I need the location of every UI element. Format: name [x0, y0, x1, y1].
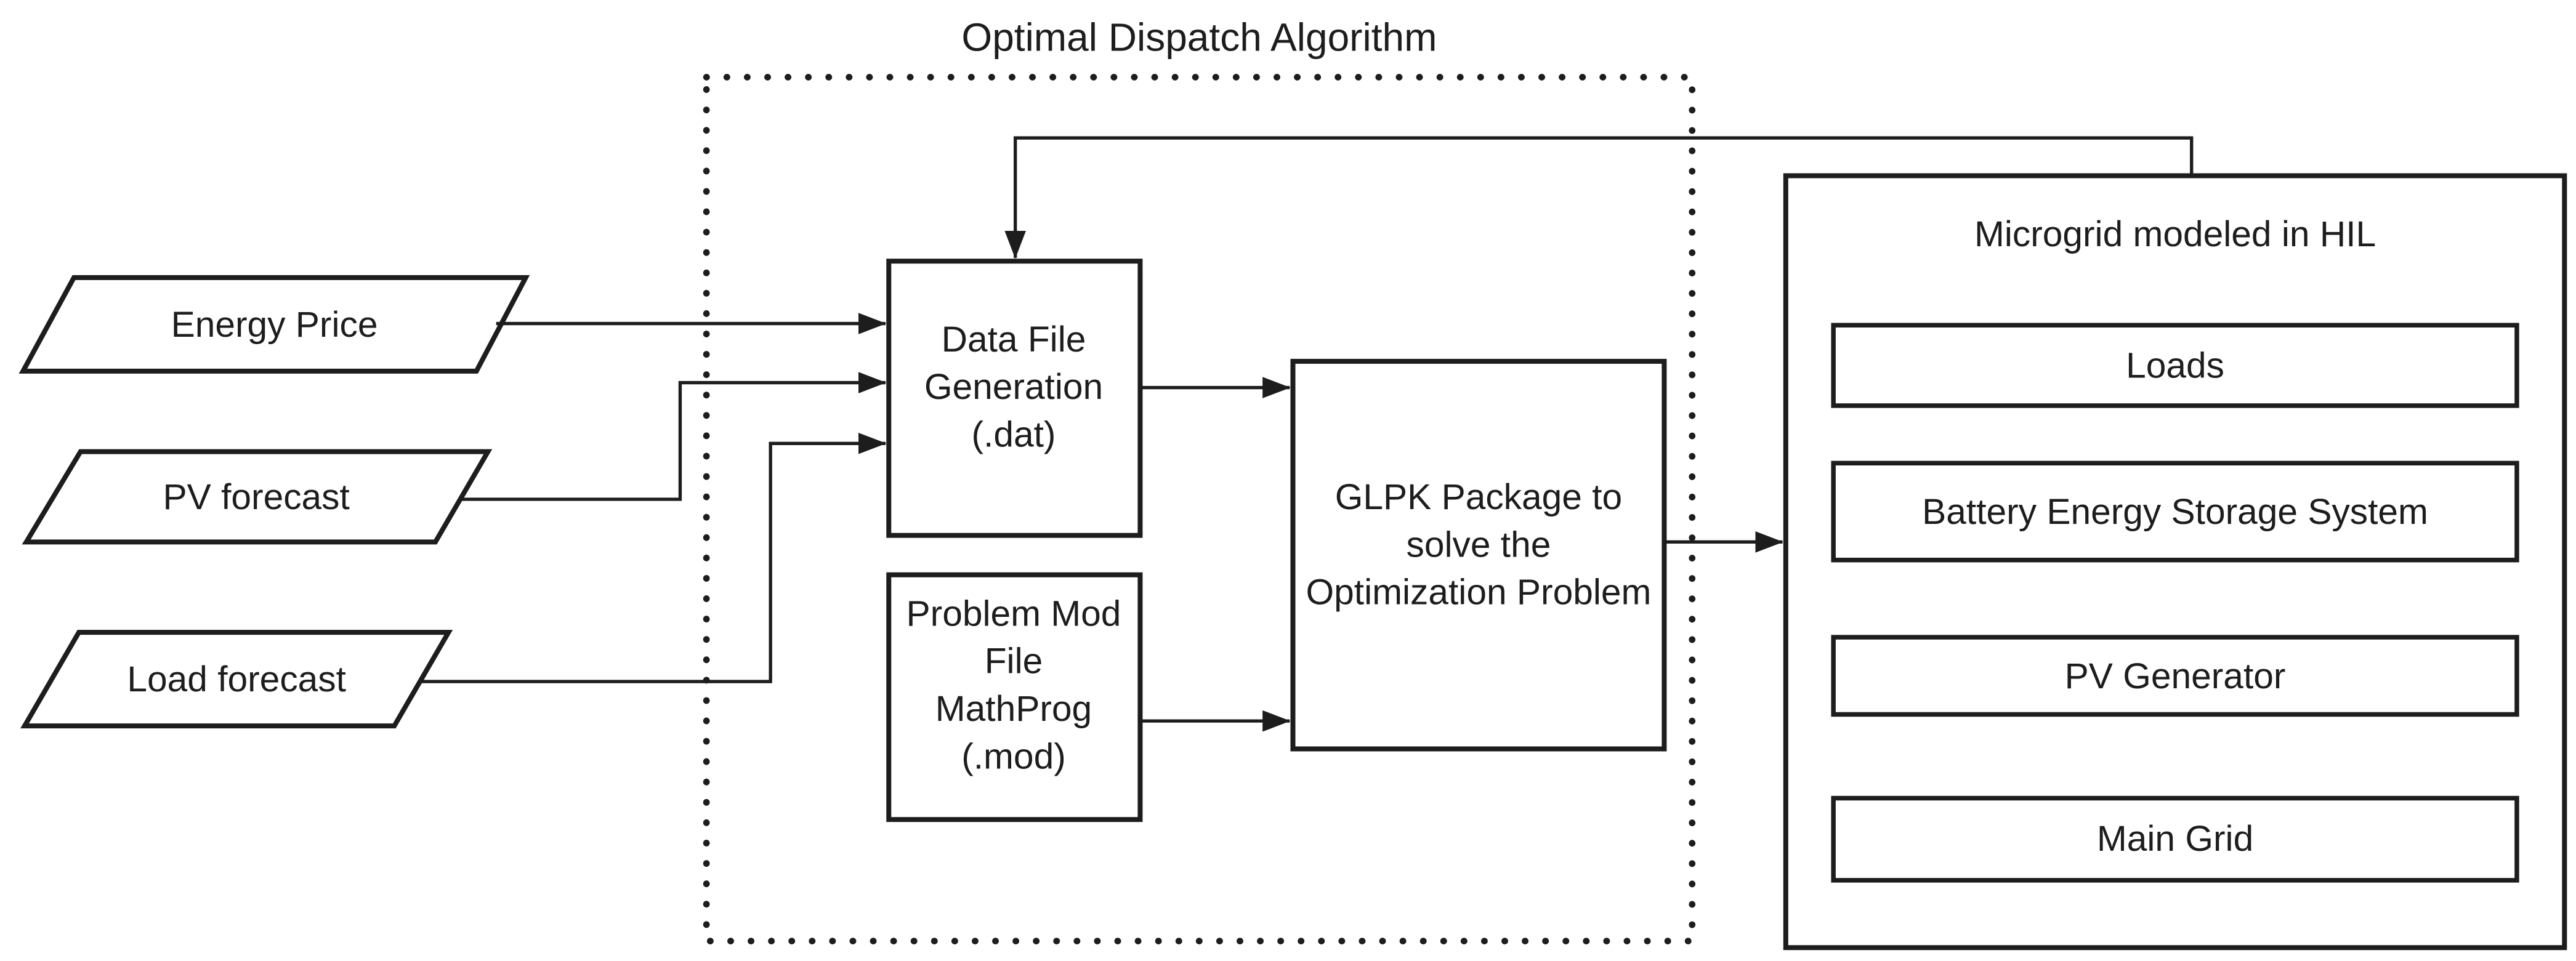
- data-file-line-3: (.dat): [972, 415, 1056, 455]
- optimal-dispatch-algorithm-container: [703, 74, 1696, 944]
- main-grid-label: Main Grid: [2097, 819, 2253, 859]
- microgrid-title: Microgrid modeled in HIL: [1974, 214, 2376, 254]
- battery-energy-storage-label: Battery Energy Storage System: [1922, 492, 2428, 532]
- problem-mod-line-2: File: [985, 641, 1043, 682]
- arrow-load-forecast-to-datafile: [420, 432, 887, 683]
- diagram-title: Optimal Dispatch Algorithm: [961, 15, 1437, 60]
- input-parallelogram-energy-price: [18, 275, 530, 374]
- glpk-line-1: GLPK Package to: [1335, 477, 1622, 517]
- input-parallelogram-load-forecast: [20, 630, 453, 729]
- main-grid-box: [1831, 795, 2519, 883]
- loads-box: [1831, 323, 2519, 408]
- energy-price-label: Energy Price: [171, 305, 378, 345]
- problem-mod-line-4: (.mod): [961, 736, 1066, 776]
- glpk-line-2: solve the: [1407, 525, 1551, 565]
- problem-mod-line-3: MathProg: [935, 689, 1092, 729]
- load-forecast-label: Load forecast: [127, 659, 346, 699]
- input-parallelogram-pv-forecast: [22, 449, 493, 545]
- problem-mod-line-1: Problem Mod: [906, 593, 1121, 633]
- glpk-solver-box: [1290, 358, 1667, 752]
- pv-generator-label: PV Generator: [2065, 656, 2286, 696]
- data-file-line-1: Data File: [942, 320, 1086, 360]
- glpk-line-3: Optimization Problem: [1306, 573, 1652, 613]
- arrow-pv-forecast-to-datafile: [459, 372, 887, 501]
- problem-mod-file-box: [886, 572, 1143, 822]
- pv-forecast-label: PV forecast: [163, 477, 350, 517]
- loads-label: Loads: [2126, 346, 2224, 386]
- data-file-line-2: Generation: [924, 367, 1103, 407]
- pv-generator-box: [1831, 635, 2519, 717]
- data-file-generation-box: [886, 259, 1143, 538]
- arrow-feedback-microgrid-to-datafile: [1004, 136, 2194, 259]
- battery-energy-storage-box: [1831, 460, 2519, 563]
